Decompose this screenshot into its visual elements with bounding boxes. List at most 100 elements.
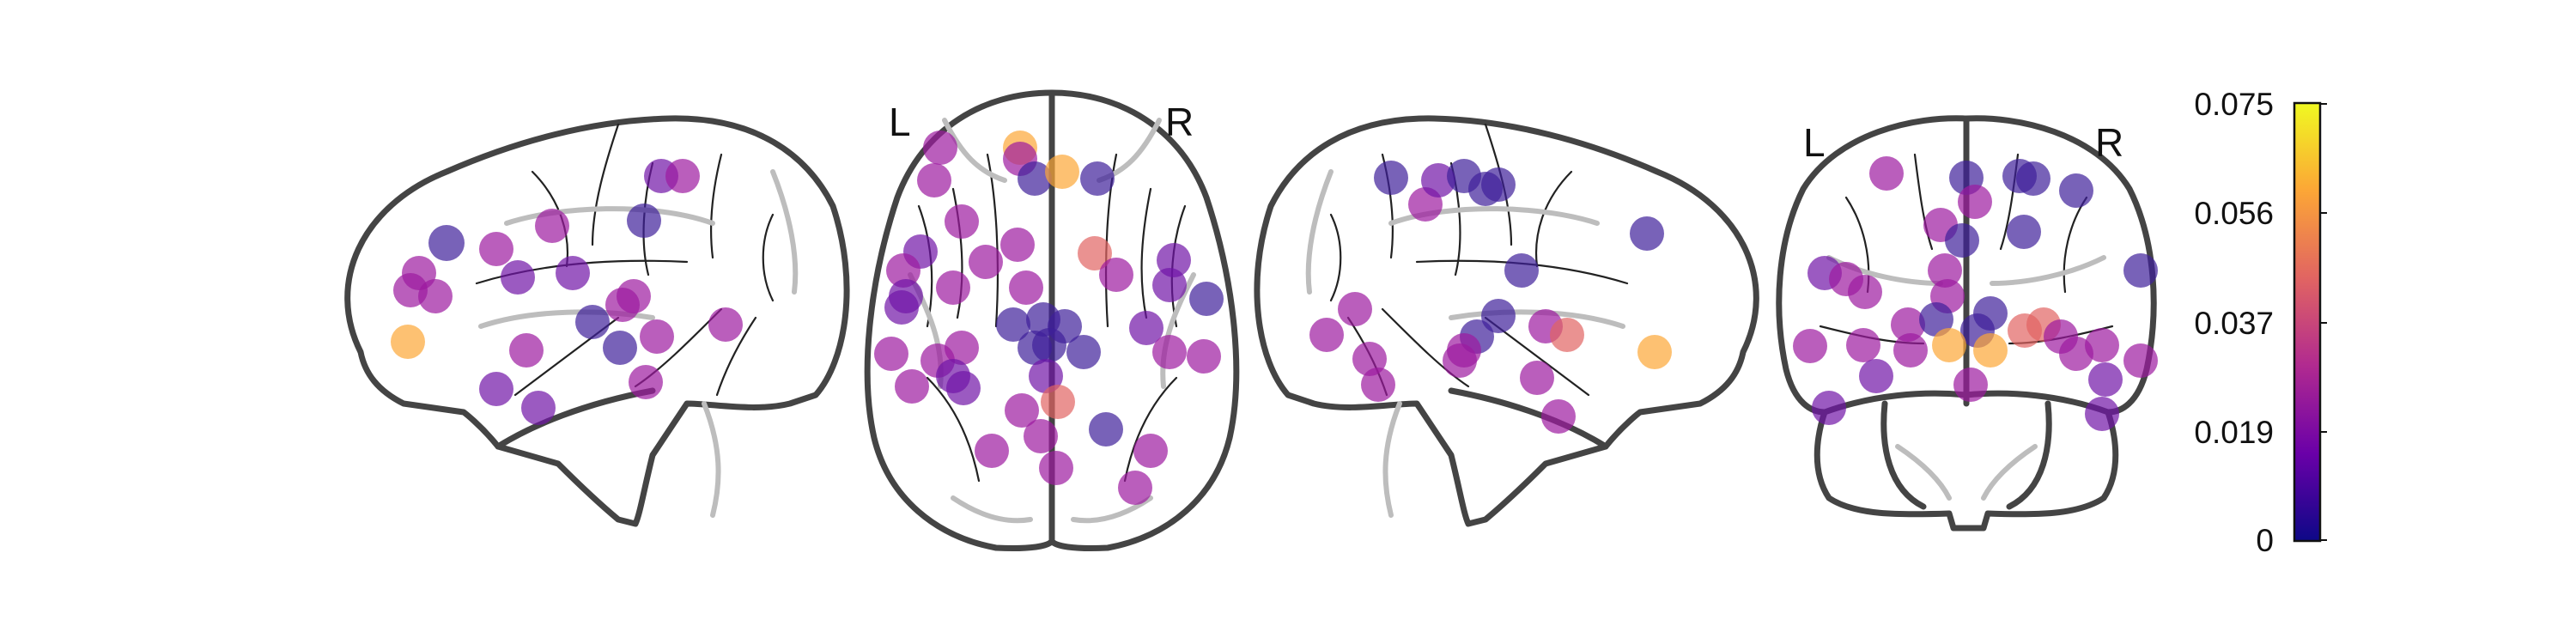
connectome-node — [936, 270, 970, 305]
connectome-node — [640, 319, 674, 354]
connectome-node — [509, 333, 544, 368]
connectome-node — [1089, 412, 1123, 447]
connectome-node — [617, 279, 651, 313]
connectome-node — [391, 325, 425, 359]
connectome-node — [2059, 173, 2093, 208]
connectome-node — [1812, 391, 1846, 425]
connectome-node — [665, 159, 700, 193]
connectome-node — [1443, 343, 1477, 378]
connectome-node — [917, 163, 951, 197]
connectome-node — [996, 307, 1030, 342]
axial-left-label: L — [889, 100, 911, 144]
brain-outline-left-sagittal — [344, 115, 850, 527]
connectome-node — [535, 209, 569, 243]
connectome-node — [627, 204, 661, 238]
connectome-node — [1041, 385, 1075, 419]
axial-view: L R — [864, 89, 1240, 551]
connectome-node — [708, 307, 743, 342]
connectome-node — [1504, 253, 1539, 288]
connectome-node — [886, 253, 920, 288]
connectome-node — [603, 331, 637, 365]
connectome-node — [895, 369, 929, 404]
connectome-node — [1039, 451, 1073, 485]
connectome-node — [1080, 161, 1115, 196]
connectome-node — [1189, 282, 1224, 316]
connectome-node — [1637, 335, 1672, 369]
connectome-node — [1129, 311, 1163, 345]
connectome-node — [874, 337, 908, 371]
colorbar-tick-label: 0 — [2256, 523, 2274, 558]
connectome-node — [1630, 216, 1664, 251]
connectome-node — [1374, 161, 1408, 195]
connectome-node — [1309, 318, 1344, 352]
colorbar-ticks — [2320, 103, 2327, 541]
connectome-node — [1520, 361, 1554, 395]
connectome-node — [418, 279, 453, 313]
connectome-node — [1859, 359, 1893, 393]
connectome-node — [521, 391, 556, 425]
connectome-node — [884, 290, 919, 325]
connectome-node — [1361, 368, 1395, 402]
colorbar: 0.075 0.056 0.037 0.019 0 — [2194, 87, 2327, 558]
connectome-node — [1338, 292, 1372, 326]
connectome-node — [2123, 343, 2158, 378]
connectome-node — [1919, 302, 1953, 337]
connectome-node — [1891, 307, 1925, 342]
brain-outline-right-sagittal — [1254, 115, 1759, 527]
connectome-node — [1024, 419, 1058, 453]
connectome-node — [1793, 329, 1827, 363]
axial-nodes — [874, 131, 1224, 505]
connectome-node — [1032, 328, 1066, 362]
connectome-node — [946, 371, 981, 405]
connectome-node — [1187, 339, 1221, 374]
left-sagittal-nodes — [391, 159, 743, 425]
connectome-node — [1152, 335, 1187, 369]
connectome-node — [2085, 397, 2119, 431]
connectome-node — [2085, 328, 2119, 362]
coronal-nodes — [1793, 156, 2158, 431]
connectome-node — [1152, 268, 1187, 302]
connectome-node — [1118, 471, 1152, 505]
connectome-node — [2007, 215, 2041, 249]
left-sagittal-view — [344, 115, 850, 527]
axial-right-label: R — [1165, 100, 1194, 144]
colorbar-gradient — [2293, 101, 2322, 543]
connectome-node — [1541, 399, 1576, 434]
connectome-node — [1945, 223, 1979, 258]
connectome-node — [1481, 167, 1516, 202]
coronal-view: L R — [1776, 115, 2158, 532]
connectome-node — [2016, 161, 2050, 196]
connectome-node — [556, 256, 590, 290]
colorbar-tick-label: 0.019 — [2194, 415, 2274, 450]
connectome-node — [1078, 236, 1112, 270]
colorbar-tick-label: 0.037 — [2194, 306, 2274, 341]
connectome-node — [1099, 258, 1133, 292]
connectome-node — [975, 434, 1009, 468]
coronal-left-label: L — [1803, 120, 1826, 165]
right-sagittal-view — [1254, 115, 1759, 527]
connectome-node — [945, 204, 979, 239]
connectome-node — [1953, 368, 1988, 402]
connectome-node — [1045, 155, 1079, 189]
connectome-node — [501, 260, 535, 295]
connectome-node — [1846, 328, 1880, 362]
colorbar-tick-label: 0.075 — [2194, 87, 2274, 122]
connectome-node — [1869, 156, 1904, 191]
connectome-node — [1928, 253, 1962, 288]
connectome-node — [945, 331, 979, 365]
connectome-node — [1009, 270, 1043, 305]
connectome-node — [1848, 275, 1882, 309]
connectome-node — [969, 245, 1003, 279]
connectome-node — [1000, 228, 1035, 262]
connectome-node — [1958, 185, 1992, 219]
connectome-node — [629, 365, 663, 399]
connectome-node — [1029, 359, 1063, 393]
connectome-node — [479, 372, 513, 406]
connectome-node — [1133, 434, 1168, 468]
connectome-node — [479, 232, 513, 266]
connectome-node — [1421, 163, 1455, 197]
connectome-node — [1481, 299, 1516, 333]
connectome-node — [575, 305, 610, 339]
connectome-node — [1018, 161, 1052, 196]
